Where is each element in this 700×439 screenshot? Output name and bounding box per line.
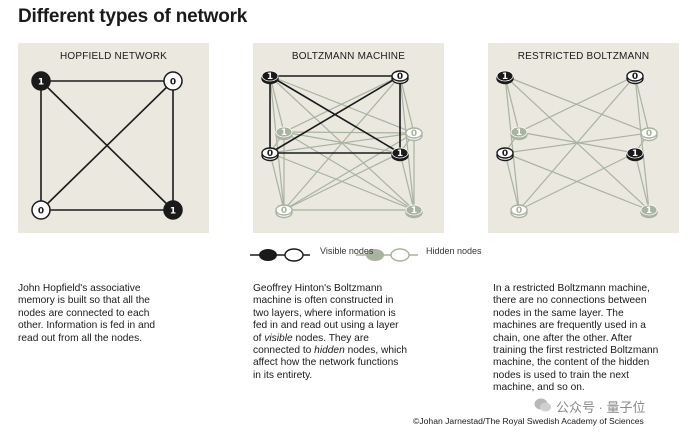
hidden-node: 0 — [275, 204, 293, 219]
visible-node: 1 — [391, 147, 409, 162]
svg-text:1: 1 — [170, 207, 176, 217]
node-tl: 1 — [31, 71, 51, 91]
edge — [269, 75, 401, 154]
legend-visible-label: Visible nodes — [320, 246, 374, 256]
legend-hidden-label: Hidden nodes — [426, 246, 482, 256]
svg-text:1: 1 — [502, 72, 508, 82]
visible-node: 0 — [391, 70, 409, 85]
svg-text:0: 0 — [502, 149, 508, 159]
hopfield-panel: HOPFIELD NETWORK 1 0 0 1 — [18, 43, 209, 233]
edge — [518, 75, 636, 133]
svg-text:0: 0 — [397, 72, 403, 82]
restricted-panel-title: RESTRICTED BOLTZMANN — [517, 51, 650, 62]
svg-text:1: 1 — [281, 128, 287, 138]
edge — [40, 80, 174, 211]
visible-node: 1 — [626, 147, 644, 162]
edge — [283, 132, 415, 211]
svg-text:0: 0 — [646, 129, 652, 139]
edge — [283, 131, 401, 154]
node-br: 1 — [163, 200, 183, 220]
svg-text:0: 0 — [267, 149, 273, 159]
svg-text:0: 0 — [170, 78, 176, 88]
edge — [283, 152, 401, 211]
legend-visible-open — [284, 248, 304, 262]
hidden-node: 1 — [275, 126, 293, 141]
credit: ©Johan Jarnestad/The Royal Swedish Acade… — [413, 416, 644, 426]
svg-text:1: 1 — [632, 149, 638, 159]
edge — [504, 152, 520, 211]
legend-symbols — [250, 248, 418, 262]
hopfield-panel-title: HOPFIELD NETWORK — [59, 51, 168, 62]
legend-hidden-filled — [366, 249, 384, 261]
svg-text:1: 1 — [411, 206, 417, 216]
edge — [269, 152, 285, 211]
hopfield-diagram: 1 0 0 1 — [31, 71, 183, 220]
edge — [518, 152, 636, 211]
svg-text:0: 0 — [411, 129, 417, 139]
svg-text:0: 0 — [516, 206, 522, 216]
svg-text:0: 0 — [281, 206, 287, 216]
svg-text:1: 1 — [267, 72, 273, 82]
edge — [399, 152, 415, 211]
edge — [518, 131, 636, 154]
restricted-description: In a restricted Boltzmann machine, there… — [493, 283, 659, 394]
hidden-node: 0 — [405, 127, 423, 142]
legend-visible-filled — [259, 249, 277, 261]
hidden-node: 1 — [510, 126, 528, 141]
wechat-icon — [534, 398, 551, 412]
visible-node: 0 — [626, 70, 644, 85]
hidden-node: 0 — [640, 127, 658, 142]
watermark: 公众号 · 量子位 — [556, 400, 646, 415]
legend: Visible nodes Hidden nodes — [248, 244, 488, 274]
edge — [634, 152, 650, 211]
node-tr: 0 — [163, 71, 183, 91]
svg-text:0: 0 — [632, 72, 638, 82]
edge — [269, 75, 285, 133]
page-title: Different types of network — [18, 6, 248, 27]
legend-hidden-open — [390, 248, 410, 262]
visible-node: 1 — [496, 70, 514, 85]
svg-text:1: 1 — [397, 149, 403, 159]
svg-text:1: 1 — [516, 128, 522, 138]
visible-node: 1 — [261, 70, 279, 85]
hopfield-description: John Hopfield's associative memory is bu… — [18, 283, 156, 344]
visible-node: 0 — [496, 147, 514, 162]
edge — [634, 75, 650, 134]
svg-text:1: 1 — [38, 78, 44, 88]
boltzmann-description: Geoffrey Hinton's Boltzmann machine is o… — [253, 283, 408, 381]
hidden-node: 1 — [640, 204, 658, 219]
edge — [399, 75, 415, 134]
hidden-node: 1 — [405, 204, 423, 219]
svg-text:1: 1 — [646, 206, 652, 216]
hidden-node: 0 — [510, 204, 528, 219]
node-bl: 0 — [31, 200, 51, 220]
boltzmann-panel-title: BOLTZMANN MACHINE — [291, 51, 406, 62]
visible-node: 0 — [261, 147, 279, 162]
edge — [283, 75, 401, 133]
edge — [504, 75, 520, 133]
svg-text:0: 0 — [38, 207, 44, 217]
